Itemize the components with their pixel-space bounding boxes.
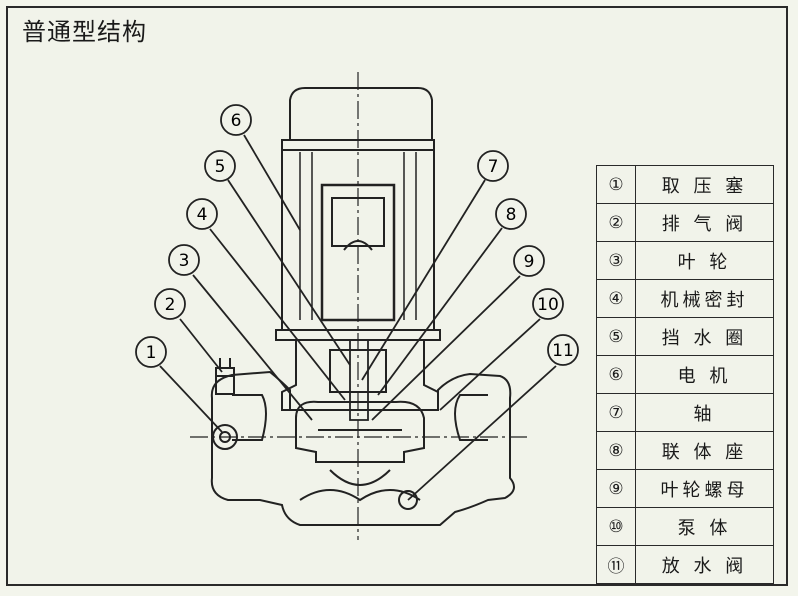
callout-1: 1	[135, 336, 167, 368]
svg-text:3: 3	[179, 251, 190, 271]
legend-part-name: 联 体 座	[635, 431, 774, 470]
legend-number: ⑥	[596, 355, 636, 394]
svg-text:7: 7	[488, 157, 499, 177]
svg-text:4: 4	[197, 205, 208, 225]
callout-11: 11	[547, 334, 579, 366]
legend-part-name: 机械密封	[635, 279, 774, 318]
legend-part-name: 泵 体	[635, 507, 774, 546]
legend-part-name: 挡 水 圈	[635, 317, 774, 356]
shaft	[349, 339, 369, 421]
legend-number: ②	[596, 203, 636, 242]
legend-part-name: 叶 轮	[635, 241, 774, 280]
svg-text:11: 11	[552, 341, 574, 361]
svg-text:10: 10	[537, 295, 559, 315]
svg-text:2: 2	[165, 295, 176, 315]
legend-part-name: 取 压 塞	[635, 165, 774, 204]
diagram-title: 普通型结构	[22, 18, 147, 46]
svg-text:9: 9	[524, 252, 535, 272]
callout-2: 2	[154, 288, 186, 320]
callout-5: 5	[204, 150, 236, 182]
svg-text:8: 8	[506, 205, 517, 225]
exhaust-valve	[215, 367, 235, 395]
legend-part-name: 排 气 阀	[635, 203, 774, 242]
legend-number: ③	[596, 241, 636, 280]
legend-part-name: 放 水 阀	[635, 545, 774, 584]
callout-8: 8	[495, 198, 527, 230]
callout-10: 10	[532, 288, 564, 320]
legend-number: ⑩	[596, 507, 636, 546]
legend-number: ①	[596, 165, 636, 204]
legend-number: ⑤	[596, 317, 636, 356]
legend-number: ④	[596, 279, 636, 318]
legend-number: ⑦	[596, 393, 636, 432]
callout-9: 9	[513, 245, 545, 277]
legend-part-name: 叶轮螺母	[635, 469, 774, 508]
legend-number: ⑨	[596, 469, 636, 508]
legend-part-name: 电 机	[635, 355, 774, 394]
legend-part-name: 轴	[635, 393, 774, 432]
callout-6: 6	[220, 104, 252, 136]
svg-text:5: 5	[215, 157, 226, 177]
callout-3: 3	[168, 244, 200, 276]
legend-number: ⑧	[596, 431, 636, 470]
svg-text:1: 1	[146, 343, 157, 363]
callout-4: 4	[186, 198, 218, 230]
svg-text:6: 6	[231, 111, 242, 131]
legend-number: ⑪	[596, 545, 636, 584]
callout-7: 7	[477, 150, 509, 182]
drain-valve-circle	[398, 490, 418, 510]
motor-cap	[289, 87, 433, 141]
